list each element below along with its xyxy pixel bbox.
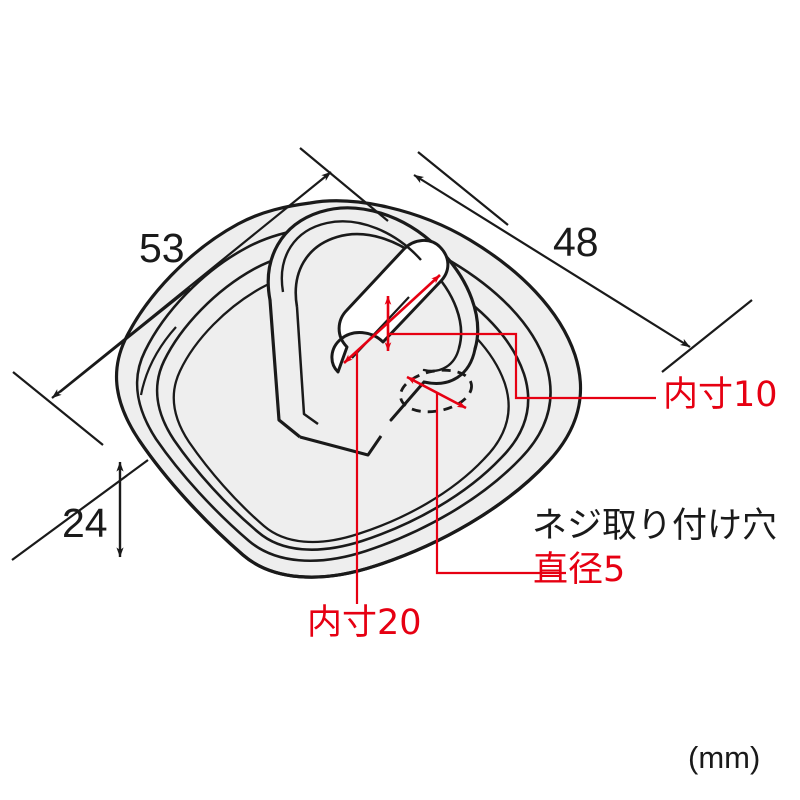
screw-mounting-hole	[399, 368, 473, 414]
callout-label-diameter5: 直径5	[533, 550, 626, 590]
dim-48-extension-top	[417, 151, 509, 226]
dim-label-24: 24	[62, 500, 108, 546]
callout-label-inner20: 内寸20	[307, 603, 422, 643]
callout-inner10-leader	[388, 332, 656, 400]
handle-right-inner-sweep	[422, 346, 461, 373]
dim-53-extension-bottom	[12, 371, 104, 446]
unit-label: (mm)	[688, 740, 761, 775]
callout-diameter5-leader	[435, 392, 566, 575]
dim-label-48: 48	[553, 219, 599, 265]
dim-24-extension-top	[59, 287, 191, 393]
callout-label-inner10: 内寸10	[663, 375, 778, 415]
dim-48-extension-bottom	[661, 299, 753, 373]
dim-24-extension-bottom	[11, 459, 149, 561]
dim-48-line	[413, 174, 691, 348]
base-plate-bottom-lip	[137, 438, 550, 579]
callout-inner20-arrow	[343, 274, 441, 364]
dim-label-53: 53	[139, 225, 185, 271]
product-body	[114, 199, 583, 579]
handle-loop-front-bottom	[299, 435, 383, 457]
callout-label-screw-hole: ネジ取り付け穴	[532, 506, 778, 546]
red-callouts	[343, 274, 656, 604]
dimension-lines	[11, 147, 753, 561]
dim-53-extension-top	[299, 147, 389, 222]
